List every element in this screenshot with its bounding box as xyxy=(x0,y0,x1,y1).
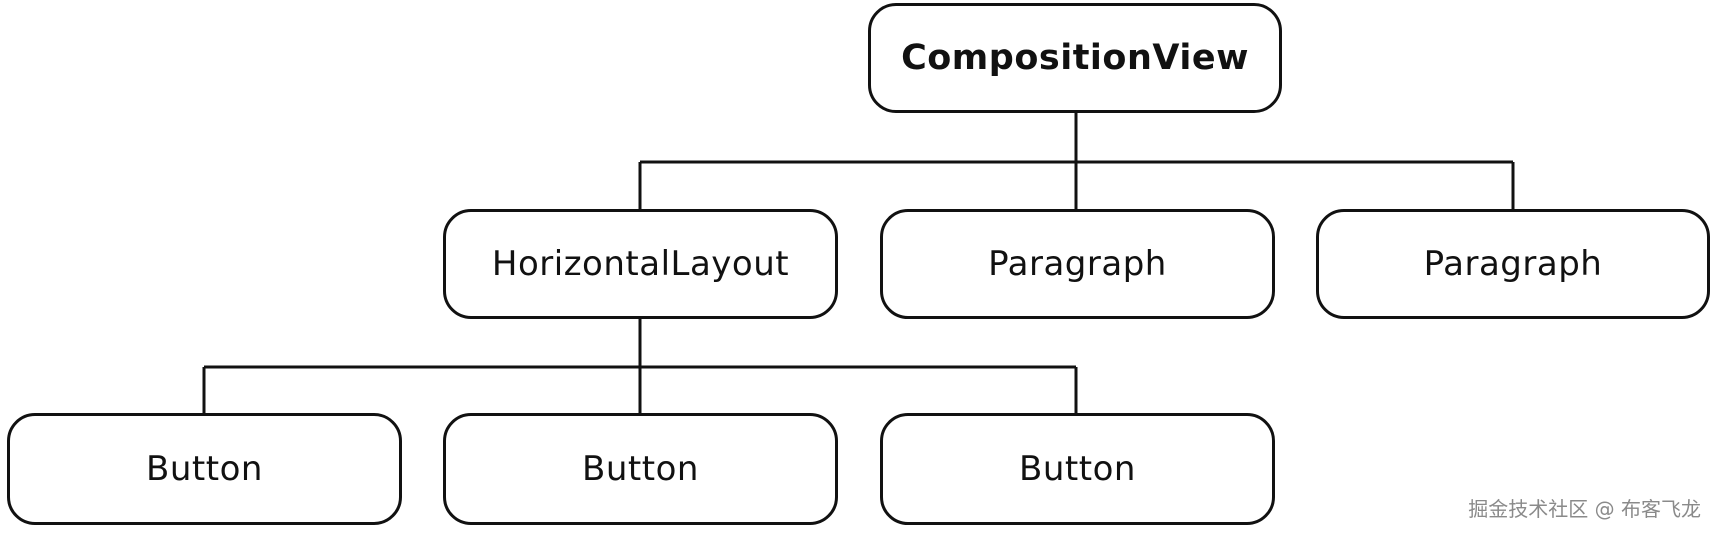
node-label: Paragraph xyxy=(1423,244,1603,284)
node-horizontal-layout: HorizontalLayout xyxy=(443,209,838,319)
node-button-3: Button xyxy=(880,413,1275,525)
node-paragraph-2: Paragraph xyxy=(1316,209,1710,319)
node-label: Button xyxy=(1019,449,1136,489)
node-composition-view: CompositionView xyxy=(868,3,1282,113)
node-button-2: Button xyxy=(443,413,838,525)
node-label: HorizontalLayout xyxy=(491,244,790,284)
node-paragraph-1: Paragraph xyxy=(880,209,1275,319)
node-label: CompositionView xyxy=(901,38,1249,78)
node-label: Paragraph xyxy=(988,244,1167,284)
node-label: Button xyxy=(146,449,263,489)
node-button-1: Button xyxy=(7,413,402,525)
watermark-text: 掘金技术社区 @ 布客飞龙 xyxy=(1468,497,1701,521)
node-label: Button xyxy=(582,449,699,489)
